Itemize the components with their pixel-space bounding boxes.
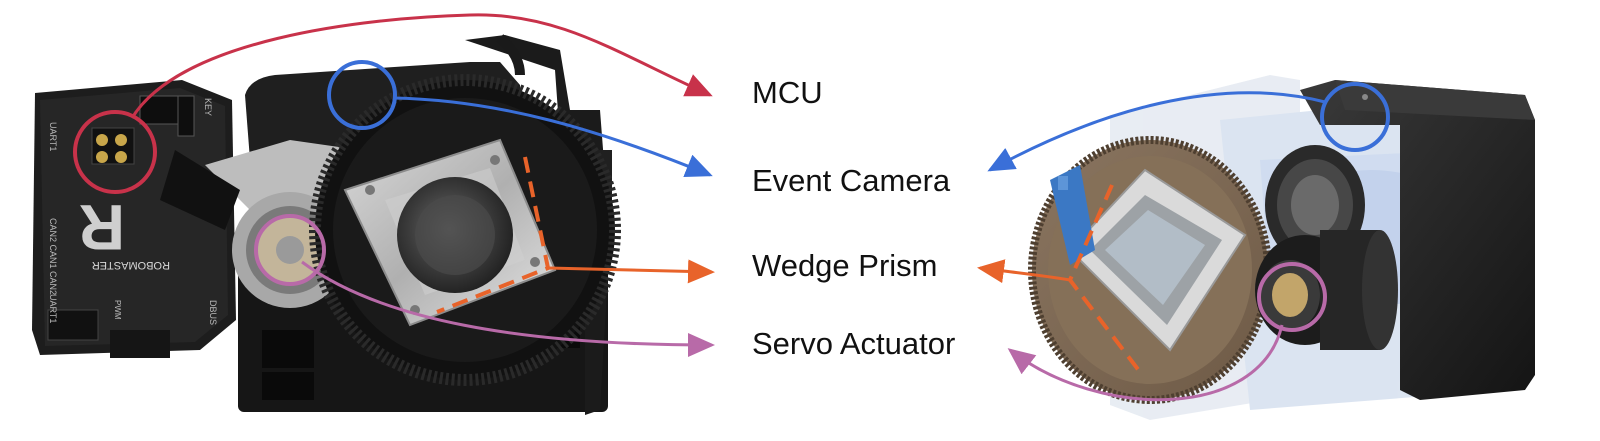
servo-arrow-left <box>301 260 715 357</box>
servo-callout-circle-right <box>1257 262 1327 332</box>
camera-arrow-left <box>392 96 713 178</box>
servo-callout-circle-left <box>254 214 326 286</box>
board-key-text: KEY <box>203 98 213 116</box>
camera-callout-circle-left <box>327 60 397 130</box>
robomaster-logo-glyph: R <box>79 191 125 263</box>
board-dbus-text: DBUS <box>208 300 218 325</box>
cad-camera-body <box>1300 80 1535 400</box>
wedge-prism-label: Wedge Prism <box>752 248 938 283</box>
prism-arrow-left <box>547 259 715 284</box>
camera-callout-circle-right <box>1320 82 1390 152</box>
board-uart-top: UART1 <box>48 122 58 151</box>
prism-holder <box>343 138 557 327</box>
prism-arrow-right <box>977 259 1071 284</box>
board-brand-text: ROBOMASTER <box>92 259 170 271</box>
camera-arrow-right <box>987 91 1326 172</box>
cad-servo-motor <box>1255 230 1398 350</box>
servo-actuator-label: Servo Actuator <box>752 326 956 361</box>
event-camera-label: Event Camera <box>752 163 951 198</box>
cad-render <box>1028 75 1535 420</box>
board-pwm-text: PWM <box>113 300 122 320</box>
mcu-callout-circle <box>73 110 157 194</box>
cad-blue-bracket <box>1050 165 1095 265</box>
mcu-label: MCU <box>752 75 823 110</box>
cad-gear <box>1028 136 1272 404</box>
servo-arrow-right <box>1007 324 1284 402</box>
mcu-arrow <box>130 13 713 119</box>
board-can-text: CAN2 CAN1 CAN2 <box>48 218 58 295</box>
mcu-board: R ROBOMASTER UART1 CAN2 CAN1 CAN2 UART1 … <box>32 80 236 358</box>
physical-device-photo: R ROBOMASTER UART1 CAN2 CAN1 CAN2 UART1 … <box>32 34 621 415</box>
board-uart-bottom: UART1 <box>48 294 58 323</box>
